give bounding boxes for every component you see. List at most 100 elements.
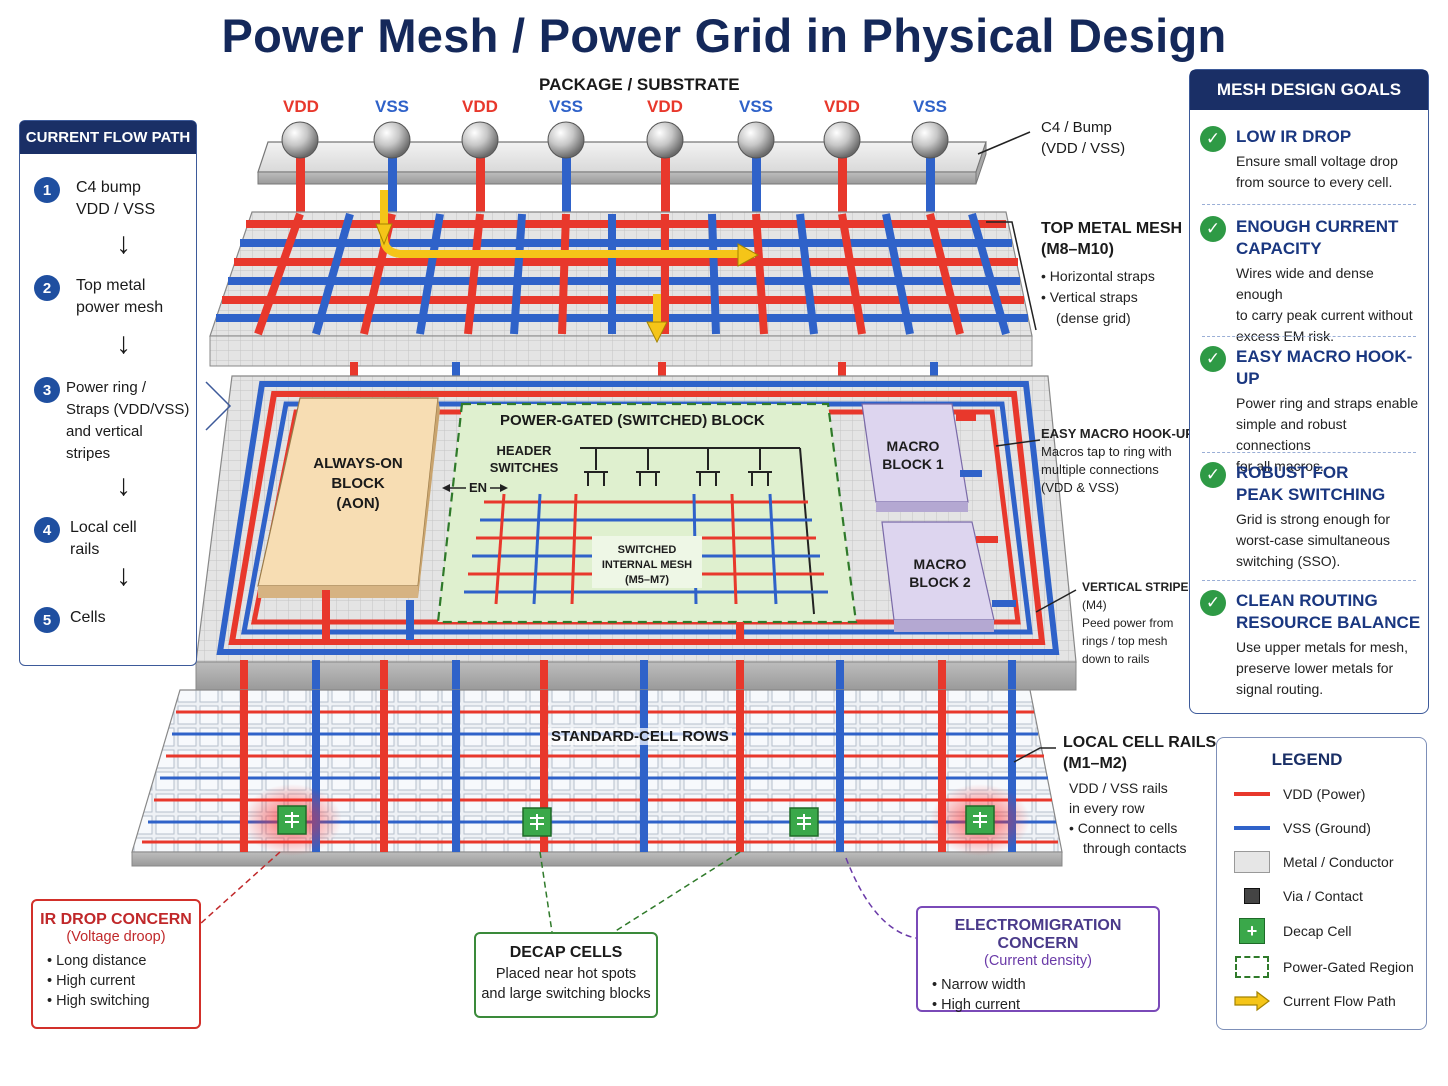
macro-hookup-line: (VDD & VSS) [1041,480,1120,495]
bump-label-vss: VSS [548,97,584,116]
macro-blocks [861,403,1016,632]
vertical-stripes-line: down to rails [1082,652,1150,666]
down-arrow-icon: ↓ [116,227,131,260]
step-number: 2 [34,275,60,301]
c4-label-line: (VDD / VSS) [1041,140,1126,157]
c4-bump [737,121,775,159]
always-on-label: ALWAYS-ON BLOCK (AON) [292,454,424,514]
check-icon: ✓ [1200,590,1226,616]
vertical-stripes-line: rings / top mesh [1082,634,1168,648]
legend-label: VDD (Power) [1283,786,1366,802]
em-title: ELECTROMIGRATION CONCERN [954,917,1122,952]
flow-step: 5 Cells [34,607,106,633]
aon-line: (AON) [336,495,380,512]
bump-label-vss: VSS [912,97,948,116]
decap-cell [522,807,552,837]
decap-callout: DECAP CELLS Placed near hot spots and la… [474,932,658,1018]
top-mesh-annotation: TOP METAL MESH (M8–M10) • Horizontal str… [1041,218,1182,329]
top-mesh-subtitle: (M8–M10) [1041,241,1114,258]
macro-hookup-annotation: EASY MACRO HOOK-UP Macros tap to ring wi… [1041,425,1194,497]
bump-label-vdd: VDD [462,97,498,116]
legend-label: VSS (Ground) [1283,820,1371,836]
top-mesh-bullets: • Horizontal straps • Vertical straps (d… [1041,266,1182,329]
c4-bump-label: C4 / Bump (VDD / VSS) [1041,117,1125,159]
macro-line: BLOCK 2 [909,574,971,590]
header-line: HEADER [496,443,552,458]
top-metal-mesh-slab [209,211,1033,367]
power-gated-region-icon [1233,955,1271,979]
page-title: Power Mesh / Power Grid in Physical Desi… [221,9,1227,62]
local-rails-annotation: LOCAL CELL RAILS (M1–M2) VDD / VSS rails… [1063,732,1216,858]
step-number: 4 [34,517,60,543]
ir-drop-bullets: • Long distance • High current • High sw… [47,953,150,1009]
vertical-stripes-title: VERTICAL STRIPES [1082,580,1197,594]
vertical-stripes-annotation: VERTICAL STRIPES (M4) Peed power from ri… [1082,578,1196,668]
vdd-line-icon [1233,782,1271,806]
bullet-cont: (dense grid) [1056,310,1131,326]
legend-item: Via / Contact [1233,884,1363,908]
bump-label-vss: VSS [738,97,774,116]
legend-label: Metal / Conductor [1283,854,1394,870]
ir-drop-subtitle: (Voltage droop) [66,929,166,945]
goals-header: MESH DESIGN GOALS [1190,70,1428,110]
internal-line: INTERNAL MESH [601,559,693,571]
legend-item: VDD (Power) [1233,782,1365,806]
step-number: 3 [34,377,60,403]
em-subtitle: (Current density) [984,953,1092,969]
bump-label-vss: VSS [374,97,410,116]
decap-cells [242,784,1030,856]
legend-label: Via / Contact [1283,888,1363,904]
c4-bump [547,121,585,159]
legend-title: LEGEND [1271,750,1343,769]
macro-hookup-title: EASY MACRO HOOK-UP [1041,426,1194,441]
decap-title: DECAP CELLS [509,944,623,961]
legend-label: Current Flow Path [1283,993,1396,1009]
legend: LEGEND VDD (Power) VSS (Ground) Metal / … [1216,737,1427,1030]
decap-line: and large switching blocks [481,986,651,1002]
header-line: SWITCHES [489,460,559,475]
divider [1202,452,1416,453]
vss-line-icon [1233,816,1271,840]
legend-label: Power-Gated Region [1283,959,1414,975]
c4-bump [646,121,684,159]
legend-item: Power-Gated Region [1233,955,1414,979]
macro-hookup-line: multiple connections [1041,462,1159,477]
top-mesh-title: TOP METAL MESH [1041,220,1183,237]
goal-desc: Use upper metals for mesh,preserve lower… [1236,639,1408,697]
legend-item: + Decap Cell [1233,918,1351,944]
local-rails-subtitle: (M1–M2) [1063,755,1128,772]
c4-bump [281,121,319,159]
decap-cell [789,807,819,837]
down-arrow-icon: ↓ [116,469,131,502]
legend-item: Metal / Conductor [1233,850,1394,874]
standard-cell-rows-label: STANDARD-CELL ROWS [548,728,732,745]
step-number: 5 [34,607,60,633]
vertical-stripes-line: Peed power from [1082,616,1174,630]
flow-step: 3 Power ring /Straps (VDD/VSS)and vertic… [34,377,189,465]
local-rails-title: LOCAL CELL RAILS [1063,734,1217,751]
em-bullets: • Narrow width • High current [932,977,1026,1013]
power-gated-region [436,402,858,624]
down-arrow-icon: ↓ [116,327,131,360]
macro-line: MACRO [913,556,967,572]
goal-title: LOW IR DROP [1236,127,1352,146]
current-flow-arrow-icon [1233,989,1271,1013]
en-label: EN [469,480,488,495]
switched-mesh-label: SWITCHED INTERNAL MESH (M5–M7) [594,543,700,588]
decap-line: Placed near hot spots [495,966,637,982]
enable-arrows [442,484,508,492]
c4-bump [373,121,411,159]
decap-cell [965,805,995,835]
